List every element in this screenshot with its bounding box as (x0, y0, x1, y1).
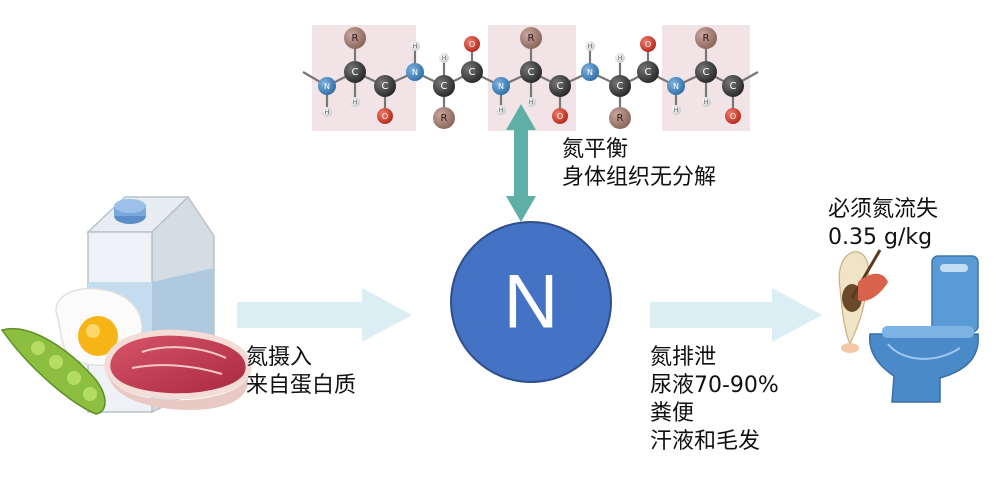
hydrogen-atom (526, 97, 536, 107)
carbon-atom (344, 61, 366, 83)
excretion-feces: 粪便 (650, 401, 695, 426)
nitrogen-atom-label: N (673, 82, 679, 91)
hydrogen-atom-label: H (588, 43, 593, 50)
excretion-urine: 尿液70-90% (650, 373, 779, 398)
nitrogen-atom-label: N (324, 82, 330, 91)
oxygen-atom-label: O (382, 112, 388, 121)
oxygen-atom-label: O (730, 112, 736, 121)
hydrogen-atom (701, 97, 711, 107)
carbon-atom (433, 75, 455, 97)
hydrogen-atom-label: H (529, 99, 534, 106)
nitrogen-atom-label: N (498, 82, 504, 91)
carbon-atom-label: C (703, 67, 710, 78)
hydrogen-atom (350, 97, 360, 107)
oxygen-atom-label: O (557, 112, 563, 121)
oxygen-atom-label: O (469, 40, 475, 49)
oxygen-atom (640, 36, 656, 52)
hydrogen-atom-label: H (674, 107, 679, 114)
nitrogen-circle (450, 221, 612, 383)
loss-value: 0.35 g/kg (828, 225, 933, 250)
hydrogen-atom (615, 53, 625, 63)
hydrogen-atom-label: H (618, 55, 623, 62)
side-chain-atom-label: R (441, 113, 448, 124)
side-chain-atom-label: R (703, 33, 710, 44)
carbon-atom (374, 75, 396, 97)
hydrogen-atom-label: H (704, 99, 709, 106)
carbon-atom (549, 75, 571, 97)
excretion-title: 氮排泄 (650, 345, 717, 370)
loss-label: 必须氮流失 0.35 g/kg (828, 196, 938, 252)
nitrogen-atom (318, 77, 336, 95)
carbon-atom (637, 61, 659, 83)
carbon-atom-label: C (528, 67, 535, 78)
oxygen-atom (377, 108, 393, 124)
carbon-atom-label: C (469, 67, 476, 78)
carbon-atom (520, 61, 542, 83)
hydrogen-atom (410, 41, 420, 51)
peptide-chain: N H C R H C O N H C H R C O N H C R H C O N H C H R C O N H C R H C O (302, 25, 759, 131)
intake-title: 氮摄入 (246, 345, 313, 370)
loss-title: 必须氮流失 (828, 197, 939, 222)
carbon-atom (609, 75, 631, 97)
excretion-arrow (650, 288, 822, 342)
nitrogen-atom-label: N (587, 68, 593, 77)
oxygen-atom (464, 36, 480, 52)
side-chain-atom (520, 27, 542, 49)
balance-double-arrow (506, 104, 536, 222)
hydrogen-atom (439, 53, 449, 63)
carbon-atom-label: C (352, 67, 359, 78)
pea-pod-icon (0, 327, 106, 415)
carbon-atom-label: C (441, 81, 448, 92)
hair-follicle-icon (838, 249, 888, 353)
atoms: N H C R H C O N H C H R C O N H C R H C O N H C H R C O N H C R H C O (318, 27, 744, 129)
oxygen-atom-label: O (645, 40, 651, 49)
side-chain-atom (344, 27, 366, 49)
side-chain-atom-label: R (352, 33, 359, 44)
oxygen-atom (725, 108, 741, 124)
excretion-sweat-hair: 汗液和毛发 (650, 429, 761, 454)
side-chain-atom (695, 27, 717, 49)
nitrogen-atom (492, 77, 510, 95)
side-chain-atom-label: R (528, 33, 535, 44)
side-chain-atom (433, 107, 455, 129)
protein-food-illustration (0, 195, 252, 415)
hydrogen-atom (671, 105, 681, 115)
hydrogen-atom-label: H (413, 43, 418, 50)
intake-desc: 来自蛋白质 (246, 373, 357, 398)
oxygen-atom (552, 108, 568, 124)
balance-title: 氮平衡 (562, 137, 629, 162)
carbon-atom-label: C (557, 81, 564, 92)
excretion-illustration (838, 249, 979, 403)
balance-desc: 身体组织无分解 (562, 165, 717, 190)
carbon-atom (461, 61, 483, 83)
carbon-atom-label: C (645, 67, 652, 78)
hydrogen-atom (585, 41, 595, 51)
steak-icon (104, 329, 252, 410)
hydrogen-atom-label: H (442, 55, 447, 62)
hydrogen-atom-label: H (499, 107, 504, 114)
intake-arrow (237, 288, 412, 342)
nitrogen-atom (406, 63, 424, 81)
hydrogen-atom (322, 107, 332, 117)
excretion-label: 氮排泄 尿液70-90% 粪便 汗液和毛发 (650, 344, 779, 456)
hydrogen-atom-label: H (353, 99, 358, 106)
balance-label: 氮平衡 身体组织无分解 (562, 136, 716, 192)
carbon-atom (722, 75, 744, 97)
nitrogen-atom (581, 63, 599, 81)
carbon-atom-label: C (730, 81, 737, 92)
intake-label: 氮摄入 来自蛋白质 (246, 344, 356, 400)
nitrogen-atom-label: N (412, 68, 418, 77)
side-chain-atom-label: R (617, 113, 624, 124)
nitrogen-atom (667, 77, 685, 95)
side-chain-atom (609, 107, 631, 129)
carbon-atom (695, 61, 717, 83)
carbon-atom-label: C (617, 81, 624, 92)
carbon-atom-label: C (382, 81, 389, 92)
hydrogen-atom (496, 105, 506, 115)
toilet-icon (868, 255, 979, 403)
hydrogen-atom-label: H (325, 109, 330, 116)
nitrogen-symbol: N (504, 260, 559, 345)
